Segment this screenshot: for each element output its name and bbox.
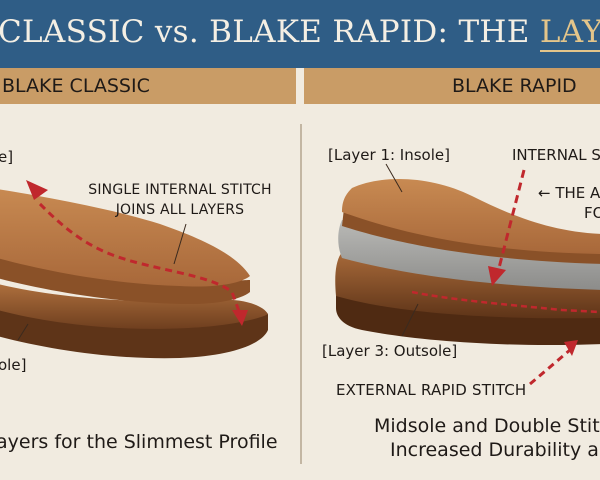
classic-label-top: e]	[0, 148, 13, 166]
header-blake-classic: BLAKE CLASSIC	[0, 68, 296, 104]
rapid-arrow-note-line2: FO	[584, 204, 600, 222]
title-main: CLASSIC vs. BLAKE RAPID: THE	[0, 14, 530, 50]
header-blake-rapid-label: BLAKE RAPID	[452, 75, 577, 97]
rapid-caption: Midsole and Double Stitch Increased Dura…	[374, 414, 600, 462]
header-blake-classic-label: BLAKE CLASSIC	[2, 75, 150, 97]
title-accent: LAYER	[540, 14, 600, 52]
classic-sole-illustration	[0, 104, 298, 480]
header-gap	[296, 68, 304, 104]
header-blake-rapid: BLAKE RAPID	[304, 68, 600, 104]
classic-stitch-note-line2: JOINS ALL LAYERS	[80, 200, 280, 220]
classic-caption: ayers for the Slimmest Profile	[0, 430, 278, 454]
panel-blake-classic: e] SINGLE INTERNAL STITCH JOINS ALL LAYE…	[0, 104, 298, 480]
page-title: CLASSIC vs. BLAKE RAPID: THE LAYER	[0, 14, 600, 50]
rapid-caption-line2: Increased Durability and	[374, 438, 600, 462]
rapid-external-stitch-leader	[530, 350, 570, 384]
title-bar: CLASSIC vs. BLAKE RAPID: THE LAYER	[0, 0, 600, 68]
rapid-layer3-label: [Layer 3: Outsole]	[322, 342, 457, 360]
classic-label-bottom: ole]	[0, 356, 26, 374]
classic-stitch-note-line1: SINGLE INTERNAL STITCH	[80, 180, 280, 200]
classic-stitch-note: SINGLE INTERNAL STITCH JOINS ALL LAYERS	[80, 180, 280, 220]
rapid-internal-label: INTERNAL S	[512, 146, 600, 164]
rapid-caption-line1: Midsole and Double Stitch	[374, 414, 600, 438]
rapid-arrow-note-line1: ← THE A	[538, 184, 600, 202]
rapid-external-label: EXTERNAL RAPID STITCH	[336, 380, 526, 400]
rapid-layer1-label: [Layer 1: Insole]	[328, 146, 450, 164]
rapid-external-stitch-arrow	[564, 340, 578, 356]
panel-blake-rapid: [Layer 1: Insole] INTERNAL S ← THE A FO …	[302, 104, 600, 480]
